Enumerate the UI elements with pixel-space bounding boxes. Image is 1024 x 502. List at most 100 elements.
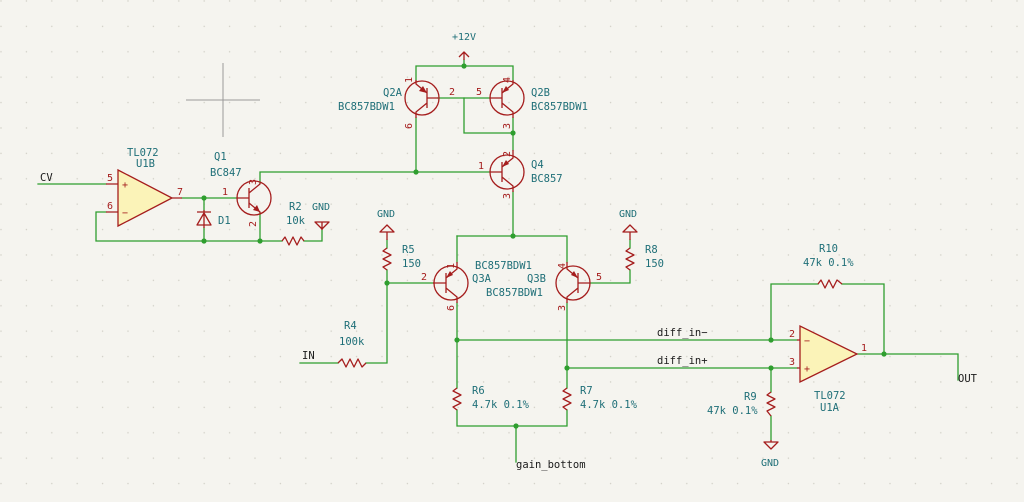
q1-ref: Q1 [214, 151, 227, 163]
transistor-q4[interactable]: 1 2 3 Q4 BC857 [478, 150, 563, 199]
power-vcc[interactable]: +12V [452, 32, 476, 60]
opamp-u1a[interactable]: − + 2 3 1 TL072 U1A [789, 324, 867, 414]
power-gnd-r9[interactable]: GND [761, 440, 779, 469]
q4-pin-1: 1 [478, 161, 484, 172]
power-gnd-r2[interactable]: GND [312, 202, 330, 230]
gnd-label-r8: GND [619, 209, 637, 220]
r5-ref: R5 [402, 244, 415, 256]
q1-value: BC847 [210, 167, 242, 179]
u1b-pin-7: 7 [177, 187, 183, 198]
r6-ref: R6 [472, 385, 485, 397]
u1a-pin-3: 3 [789, 357, 795, 368]
q1-pin-2: 2 [248, 221, 259, 227]
power-gnd-r5[interactable]: GND [377, 209, 395, 240]
u1b-plus-sign: + [122, 180, 128, 191]
r10-value: 47k 0.1% [803, 257, 854, 269]
u1a-minus-sign: − [804, 336, 810, 347]
r4-ref: R4 [344, 320, 357, 332]
r8-ref: R8 [645, 244, 658, 256]
net-label-diff-in-minus: diff_in− [657, 327, 708, 339]
q3a-pin-1: 1 [446, 263, 457, 269]
wire-tail [456, 235, 568, 263]
q2a-pin-6: 6 [404, 123, 415, 129]
transistor-q2a[interactable]: 1 2 6 Q2A BC857BDW1 [338, 77, 455, 129]
q2a-value: BC857BDW1 [338, 101, 395, 113]
u1a-ref: U1A [820, 402, 840, 414]
wire-feedback [95, 211, 283, 242]
diode-d1[interactable]: D1 [196, 210, 231, 228]
resistor-r8[interactable]: R8 150 [625, 244, 664, 271]
r2-value: 10k [286, 215, 306, 227]
q1-pin-3: 3 [248, 179, 259, 185]
q4-pin-2: 2 [502, 151, 513, 157]
q3a-pin-2: 2 [421, 272, 427, 283]
wire-r10-left [770, 283, 819, 341]
q3b-pin-4: 4 [557, 263, 568, 269]
q4-ref: Q4 [531, 159, 544, 171]
wire-out [856, 353, 959, 381]
q2b-ref: Q2B [531, 87, 550, 99]
u1b-value: TL072 [127, 147, 159, 159]
gnd-label-r2: GND [312, 202, 330, 213]
transistor-q1[interactable]: 1 3 2 Q1 BC847 [210, 151, 272, 227]
resistor-r2[interactable]: R2 10k [281, 201, 306, 246]
gnd-label-r9: GND [761, 458, 779, 469]
u1b-minus-sign: − [122, 208, 128, 219]
transistor-q3b[interactable]: 5 4 3 Q3B BC857BDW1 [486, 262, 602, 311]
q2b-pin-4: 4 [502, 77, 513, 83]
wire-q2-mirror [463, 97, 514, 134]
r2-ref: R2 [289, 201, 302, 213]
resistor-r10[interactable]: R10 47k 0.1% [803, 243, 854, 289]
net-label-in: IN [302, 350, 315, 362]
r9-value: 47k 0.1% [707, 405, 758, 417]
net-label-out: OUT [958, 373, 978, 385]
opamp-u1b[interactable]: + − 5 6 7 TL072 U1B [106, 147, 183, 228]
q2a-ref: Q2A [383, 87, 403, 99]
q3a-ref: Q3A [472, 273, 492, 285]
resistor-r7[interactable]: R7 4.7k 0.1% [562, 385, 638, 411]
q3b-ref: Q3B [527, 273, 546, 285]
q3a-value: BC857BDW1 [475, 260, 532, 272]
power-gnd-r8[interactable]: GND [619, 209, 638, 240]
wire-r10-right [841, 283, 885, 355]
q2b-value: BC857BDW1 [531, 101, 588, 113]
resistor-r5[interactable]: R5 150 [382, 244, 421, 271]
resistor-r6[interactable]: R6 4.7k 0.1% [452, 385, 530, 411]
r7-ref: R7 [580, 385, 593, 397]
resistor-r9[interactable]: R9 47k 0.1% [707, 391, 776, 417]
q4-pin-3: 3 [502, 193, 513, 199]
r10-ref: R10 [819, 243, 838, 255]
d1-ref: D1 [218, 215, 231, 227]
gnd-label-r5: GND [377, 209, 395, 220]
q2b-pin-5: 5 [476, 87, 482, 98]
q1-pin-1: 1 [222, 187, 228, 198]
transistor-q2b[interactable]: 5 4 3 Q2B BC857BDW1 [476, 77, 588, 129]
net-label-cv: CV [40, 172, 53, 184]
q3b-pin-3: 3 [557, 305, 568, 311]
junctions [201, 63, 887, 429]
r6-value: 4.7k 0.1% [472, 399, 530, 411]
net-label-diff-in-plus: diff_in+ [657, 355, 708, 367]
wire-q1-collector [259, 171, 491, 184]
q4-value: BC857 [531, 173, 563, 185]
r7-value: 4.7k 0.1% [580, 399, 638, 411]
r8-value: 150 [645, 258, 664, 270]
u1a-plus-sign: + [804, 364, 810, 375]
q3a-pin-6: 6 [446, 305, 457, 311]
u1b-pin-5: 5 [107, 173, 113, 184]
u1b-pin-6: 6 [107, 201, 113, 212]
u1b-ref: U1B [136, 158, 155, 170]
r9-ref: R9 [744, 391, 757, 403]
wire-r8-base [589, 269, 631, 284]
q2a-pin-1: 1 [404, 77, 415, 83]
r4-value: 100k [339, 336, 365, 348]
transistor-q3a[interactable]: 2 1 6 Q3A BC857BDW1 [421, 260, 532, 311]
cursor-crosshair-icon [186, 63, 260, 137]
resistor-r4[interactable]: R4 100k [337, 320, 367, 368]
wire-r6-bottom [456, 409, 568, 427]
q2b-pin-3: 3 [502, 123, 513, 129]
q3b-value: BC857BDW1 [486, 287, 543, 299]
wire-r4-r5 [365, 282, 388, 364]
